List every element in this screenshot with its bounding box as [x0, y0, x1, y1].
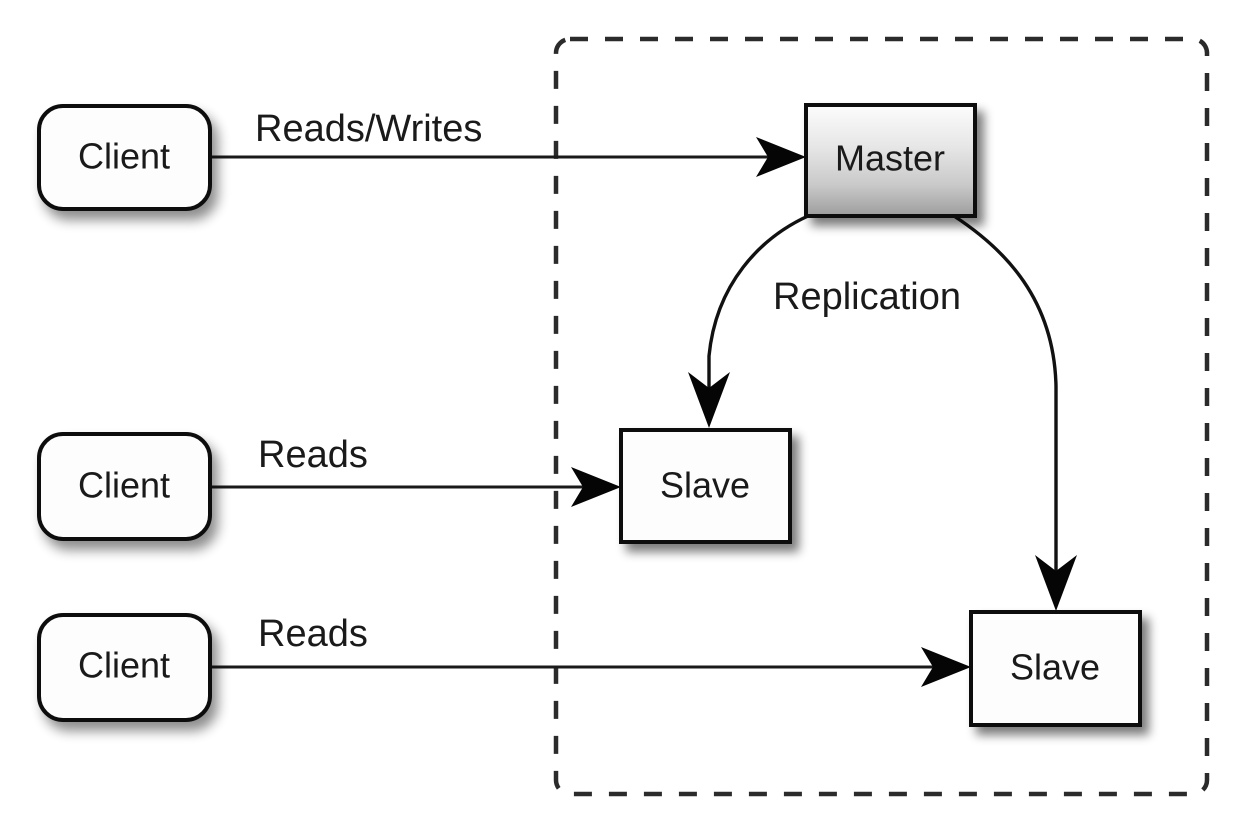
edge-master-slave1-curve — [707, 214, 809, 404]
node-master[interactable] — [804, 103, 977, 218]
edge-master-slave1-arrowhead — [688, 372, 730, 428]
client-1-label: Client — [78, 136, 170, 177]
edge-master-slave2-arrowhead — [1035, 555, 1077, 611]
client-2-label: Client — [78, 465, 170, 506]
node-client-3[interactable] — [37, 613, 212, 722]
node-slave-2[interactable] — [969, 610, 1142, 727]
edge-client1-master-arrowhead — [756, 137, 806, 177]
edge-label-replication: Replication — [773, 276, 961, 318]
edge-client2-slave1 — [210, 467, 621, 507]
node-slave-1[interactable] — [619, 428, 792, 544]
edge-client2-slave1-arrowhead — [571, 467, 621, 507]
node-client-2[interactable] — [37, 432, 212, 541]
client-1-shape[interactable] — [37, 104, 212, 211]
slave-1-label: Slave — [660, 465, 750, 506]
slave-1-shape[interactable] — [619, 428, 792, 544]
edge-master-slave2 — [953, 214, 1077, 611]
node-client-1[interactable] — [37, 104, 212, 211]
master-shape[interactable] — [804, 103, 977, 218]
edge-master-slave2-curve — [953, 214, 1058, 586]
client-2-shape[interactable] — [37, 432, 212, 541]
edge-client1-master — [210, 137, 806, 177]
client-3-label: Client — [78, 645, 170, 686]
edge-label-reads-1: Reads — [258, 434, 368, 476]
edge-client3-slave2 — [210, 647, 971, 687]
edge-label-reads-writes: Reads/Writes — [255, 108, 482, 150]
edge-client3-slave2-arrowhead — [921, 647, 971, 687]
slave-2-shape[interactable] — [969, 610, 1142, 727]
slave-2-label: Slave — [1010, 647, 1100, 688]
master-label: Master — [835, 138, 945, 179]
edge-label-reads-2: Reads — [258, 613, 368, 655]
client-3-shape[interactable] — [37, 613, 212, 722]
edge-master-slave1 — [688, 214, 809, 428]
